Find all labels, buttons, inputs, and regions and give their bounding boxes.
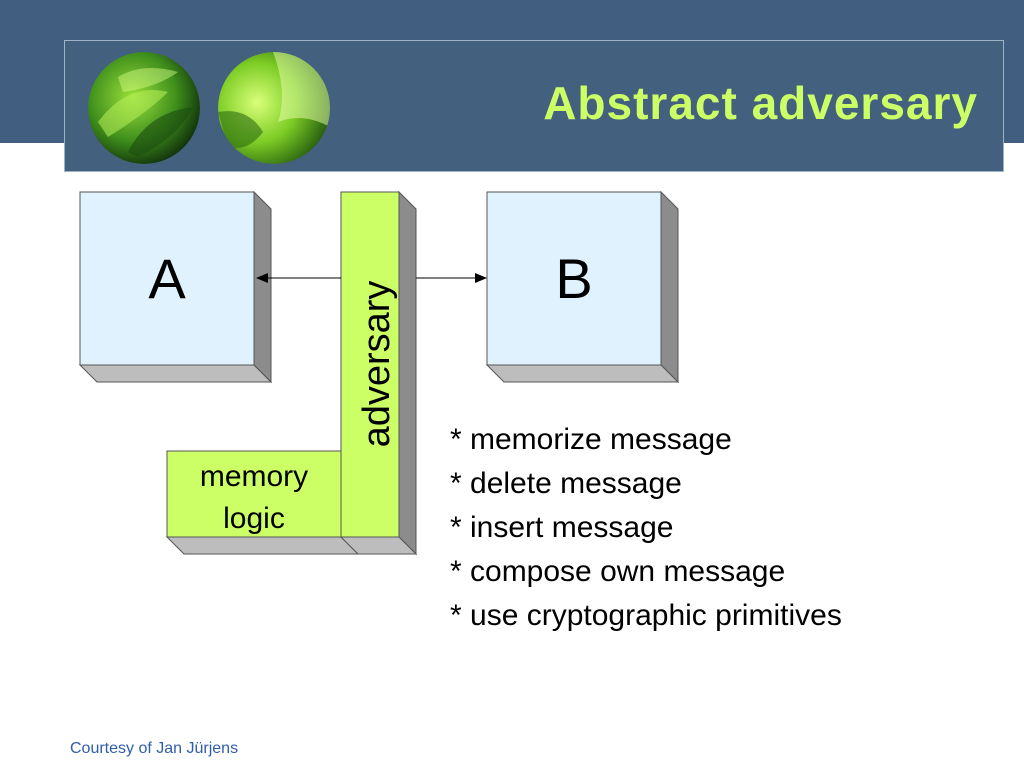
party-a-label: A bbox=[148, 247, 186, 310]
party-b-box: B bbox=[485, 190, 680, 384]
party-b-label: B bbox=[555, 247, 592, 310]
capability-item: * insert message bbox=[450, 511, 674, 544]
memory-label: memory bbox=[200, 460, 308, 493]
slide-title: Abstract adversary bbox=[543, 77, 978, 129]
party-a-box: A bbox=[78, 190, 273, 384]
memory-logic-box: memory logic bbox=[165, 450, 360, 555]
logic-label: logic bbox=[223, 502, 285, 535]
capability-item: * memorize message bbox=[450, 423, 732, 456]
adversary-label: adversary bbox=[356, 281, 398, 448]
capability-item: * delete message bbox=[450, 467, 682, 500]
footer-credit: Courtesy of Jan Jürjens bbox=[70, 740, 239, 757]
adversary-capabilities-list: * memorize message * delete message * in… bbox=[450, 418, 842, 638]
leaf-orb-logo bbox=[88, 52, 200, 164]
adversary-box: adversary bbox=[339, 190, 418, 556]
leaf-orb-logo bbox=[218, 52, 330, 164]
capability-item: * use cryptographic primitives bbox=[450, 599, 842, 632]
capability-item: * compose own message bbox=[450, 555, 786, 588]
